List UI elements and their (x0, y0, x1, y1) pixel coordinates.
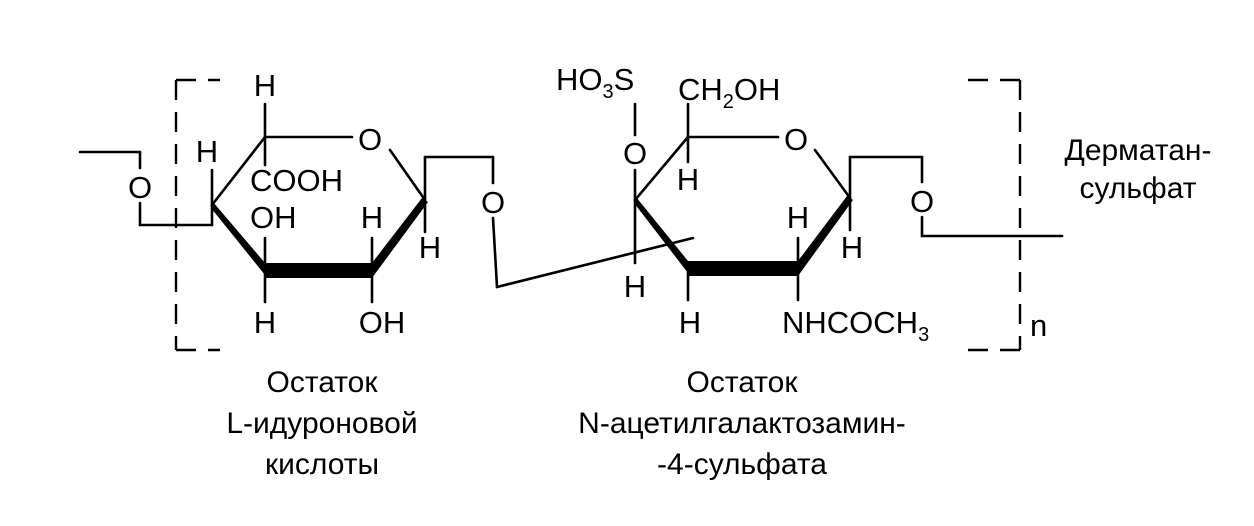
caption-line: L-идуроновой (226, 407, 417, 440)
caption-line: N-ацетилгалактозамин- (578, 407, 906, 440)
acetamido-group: NHCOCH3 (782, 305, 929, 346)
hydroxymethyl-group: CH2OH (678, 72, 780, 113)
hydroxyl-group: OH (359, 305, 406, 340)
wedge-bond (798, 196, 853, 276)
caption-line: Остаток (687, 366, 799, 399)
repeat-bracket-right (968, 78, 1022, 352)
h-label: H (419, 230, 441, 265)
h-label: H (677, 162, 699, 197)
glycosidic-oxygen: O (481, 185, 505, 220)
h-label: H (196, 134, 218, 169)
repeat-bracket-left (174, 78, 220, 352)
repeat-index: n (1030, 308, 1047, 343)
caption-galactosamine-residue: Остаток N-ацетилгалактозамин- -4-сульфат… (578, 366, 906, 481)
left-link: O (78, 150, 214, 227)
compound-name-line-1: Дерматан- (1065, 134, 1212, 167)
wedge-bond (372, 198, 428, 278)
h-label: H (679, 305, 701, 340)
caption-line: кислоты (265, 448, 379, 481)
ring-oxygen-left: O (358, 122, 382, 157)
right-link: O (848, 155, 1064, 238)
wedge-bond-bold (688, 261, 798, 276)
wedge-bond-bold (265, 263, 372, 278)
link-oxygen-right: O (910, 184, 934, 219)
caption-line: -4-сульфата (657, 448, 827, 481)
wedge-bond (211, 202, 265, 275)
h-label: H (361, 200, 383, 235)
sulfate-oxygen: O (623, 136, 647, 171)
ring-oxygen-right: O (784, 122, 808, 157)
compound-name-line-2: сульфат (1080, 172, 1197, 205)
h-label: H (624, 269, 646, 304)
h-label: H (254, 68, 276, 103)
hydroxyl-group: OH (250, 200, 297, 235)
h-label: H (841, 230, 863, 265)
sulfonate-group: HO3S (556, 62, 634, 103)
h-label: H (254, 305, 276, 340)
iduronic-acid-ring: O H COOH H OH H H H OH (196, 68, 441, 340)
h-label: H (787, 200, 809, 235)
link-oxygen-left: O (128, 170, 152, 205)
cooh-group: COOH (250, 163, 343, 198)
wedge-bond (634, 197, 688, 273)
caption-line: Остаток (267, 366, 379, 399)
galactosamine-sulfate-ring: O O HO3S CH2OH H H H H H NHCOCH3 (556, 62, 929, 346)
caption-iduronic-residue: Остаток L-идуроновой кислоты (226, 366, 417, 481)
glycosidic-bridge: O (423, 155, 695, 289)
